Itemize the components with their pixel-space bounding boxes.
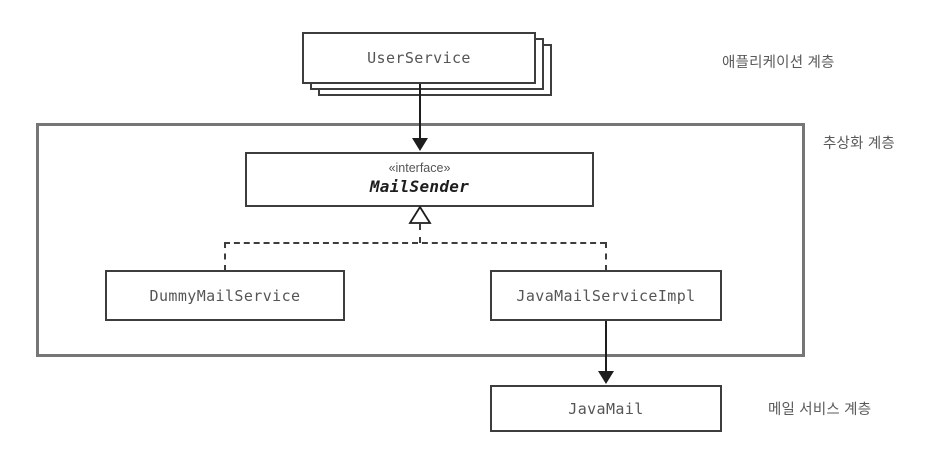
class-box-java-mail[interactable]: JavaMail — [490, 385, 722, 432]
realization-drop-java-mail-service-impl-dashed — [605, 242, 607, 271]
class-box-java-mail-service-impl[interactable]: JavaMailServiceImpl — [490, 270, 722, 321]
realization-bus-dashed — [224, 242, 606, 244]
class-box-user-service[interactable]: UserService — [302, 32, 536, 84]
edge-java-mail-service-impl-to-java-mail-arrowhead — [598, 371, 614, 384]
class-name-dummy-mail-service: DummyMailService — [149, 286, 301, 305]
class-name-java-mail-service-impl: JavaMailServiceImpl — [516, 286, 696, 305]
edge-user-service-to-mail-sender-line — [419, 84, 421, 140]
layer-label-mail-service: 메일 서비스 계층 — [768, 402, 872, 418]
edge-user-service-to-mail-sender-arrowhead — [412, 138, 428, 151]
realization-hollow-triangle-arrowhead — [408, 206, 432, 224]
class-box-dummy-mail-service[interactable]: DummyMailService — [105, 270, 345, 321]
class-name-java-mail: JavaMail — [568, 399, 644, 418]
layer-label-abstraction: 추상화 계층 — [823, 136, 895, 152]
realization-stem-dashed — [419, 224, 421, 243]
layer-label-application: 애플리케이션 계층 — [722, 55, 835, 71]
class-box-mail-sender[interactable]: «interface» MailSender — [245, 152, 594, 207]
class-name-user-service: UserService — [367, 49, 471, 67]
edge-java-mail-service-impl-to-java-mail-line — [605, 321, 607, 373]
interface-name-mail-sender: MailSender — [369, 176, 470, 196]
stereotype-interface-label: «interface» — [388, 161, 451, 176]
realization-drop-dummy-mail-service-dashed — [224, 242, 226, 271]
